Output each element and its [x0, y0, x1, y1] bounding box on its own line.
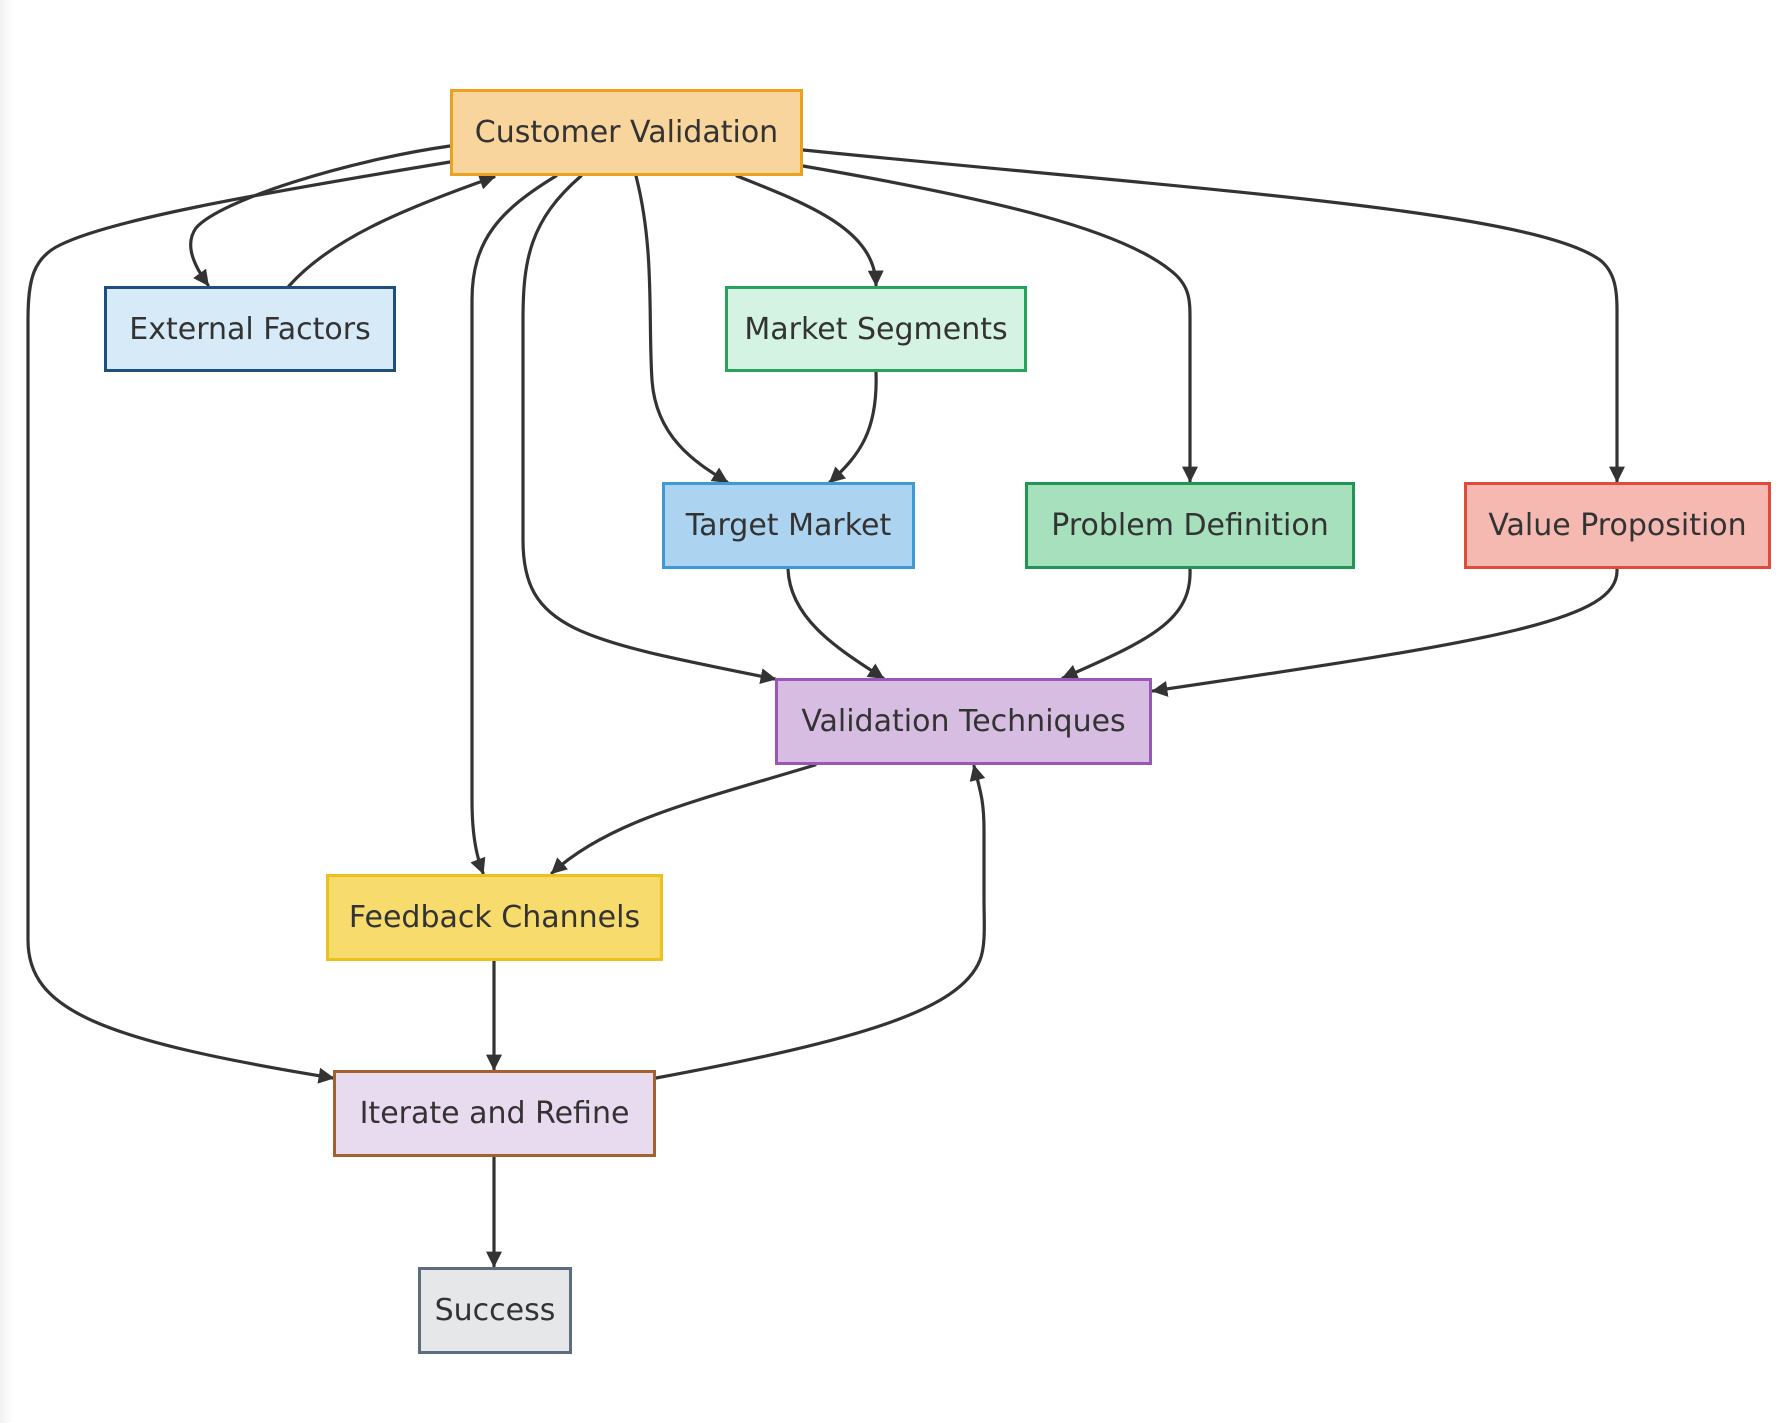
edge-customer-validation-to-feedback-channels [470, 174, 558, 875]
edge-validation-techniques-to-feedback-channels [550, 763, 817, 875]
left-edge-shadow [0, 0, 14, 1423]
node-feedback-channels: Feedback Channels [326, 874, 663, 961]
edge-customer-validation-to-problem-definition [801, 164, 1198, 483]
edge-problem-definition-to-validation-techniques [1061, 567, 1192, 680]
node-iterate-and-refine: Iterate and Refine [333, 1070, 656, 1157]
edge-target-market-to-validation-techniques [786, 567, 885, 680]
edge-iterate-and-refine-to-validation-techniques [654, 764, 986, 1080]
node-success: Success [418, 1267, 572, 1354]
edge-market-segments-to-target-market [828, 370, 878, 484]
node-target-market: Target Market [662, 482, 915, 569]
node-market-segments: Market Segments [725, 286, 1027, 372]
edge-customer-validation-to-validation-techniques [521, 174, 777, 685]
edge-customer-validation-to-market-segments [735, 174, 884, 287]
edge-customer-validation-to-external-factors [189, 144, 452, 287]
node-validation-techniques: Validation Techniques [775, 678, 1152, 765]
edge-customer-validation-to-iterate-and-refine [26, 160, 452, 1084]
node-value-proposition: Value Proposition [1464, 482, 1771, 569]
edge-external-factors-to-customer-validation [287, 174, 496, 288]
node-customer-validation: Customer Validation [450, 89, 803, 176]
node-problem-definition: Problem Definition [1025, 482, 1355, 569]
edge-customer-validation-to-value-proposition [801, 148, 1625, 483]
edge-value-proposition-to-validation-techniques [1151, 567, 1619, 697]
node-external-factors: External Factors [104, 286, 396, 372]
edge-customer-validation-to-target-market [634, 174, 729, 484]
